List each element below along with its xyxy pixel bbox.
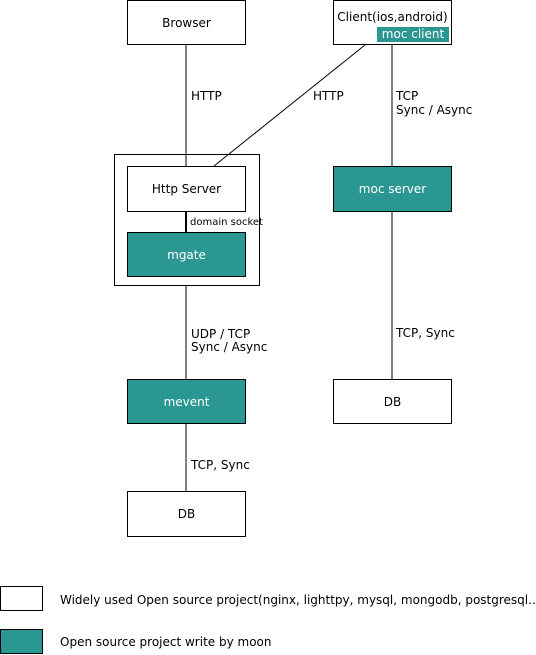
client-http-label: HTTP (313, 89, 344, 103)
moc-server-label: moc server (358, 182, 427, 196)
db-left-node: DB (127, 491, 246, 537)
moc-db-protocol-label: TCP, Sync (396, 326, 455, 340)
browser-label: Browser (162, 15, 211, 30)
mevent-label: mevent (163, 394, 210, 409)
client-tcp-label-line2: Sync / Async (396, 103, 473, 117)
moc-client-node: moc client (377, 27, 449, 42)
client-tcp-label-line1: TCP (396, 89, 419, 103)
db-right-node: DB (333, 379, 452, 424)
moc-server-node: moc server (333, 166, 452, 212)
browser-http-label: HTTP (191, 89, 222, 103)
mgate-protocol-label-line1: UDP / TCP (191, 327, 251, 341)
client-node: Client(ios,android) moc client (333, 0, 452, 45)
legend-moon-swatch (0, 629, 43, 654)
legend-moon-text: Open source project write by moon (60, 635, 272, 649)
mevent-node: mevent (127, 379, 246, 424)
mgate-protocol-label-line2: Sync / Async (191, 340, 268, 354)
mgate-node: mgate (127, 232, 246, 277)
mgate-label: mgate (167, 247, 206, 262)
domain-socket-label: domain socket (190, 217, 263, 228)
mevent-db-protocol-label: TCP, Sync (191, 458, 250, 472)
legend-open-source-swatch (0, 586, 43, 611)
moc-client-label: moc client (381, 27, 445, 41)
legend-open-source-text: Widely used Open source project(nginx, l… (60, 593, 536, 607)
http-server-label: Http Server (151, 182, 222, 196)
client-label: Client(ios,android) (337, 10, 448, 24)
gateway-container (114, 154, 260, 286)
db-right-label: DB (383, 394, 402, 409)
client-to-http-server-line (213, 44, 366, 167)
db-left-label: DB (177, 507, 196, 521)
browser-node: Browser (127, 0, 246, 45)
http-server-node: Http Server (127, 166, 246, 212)
